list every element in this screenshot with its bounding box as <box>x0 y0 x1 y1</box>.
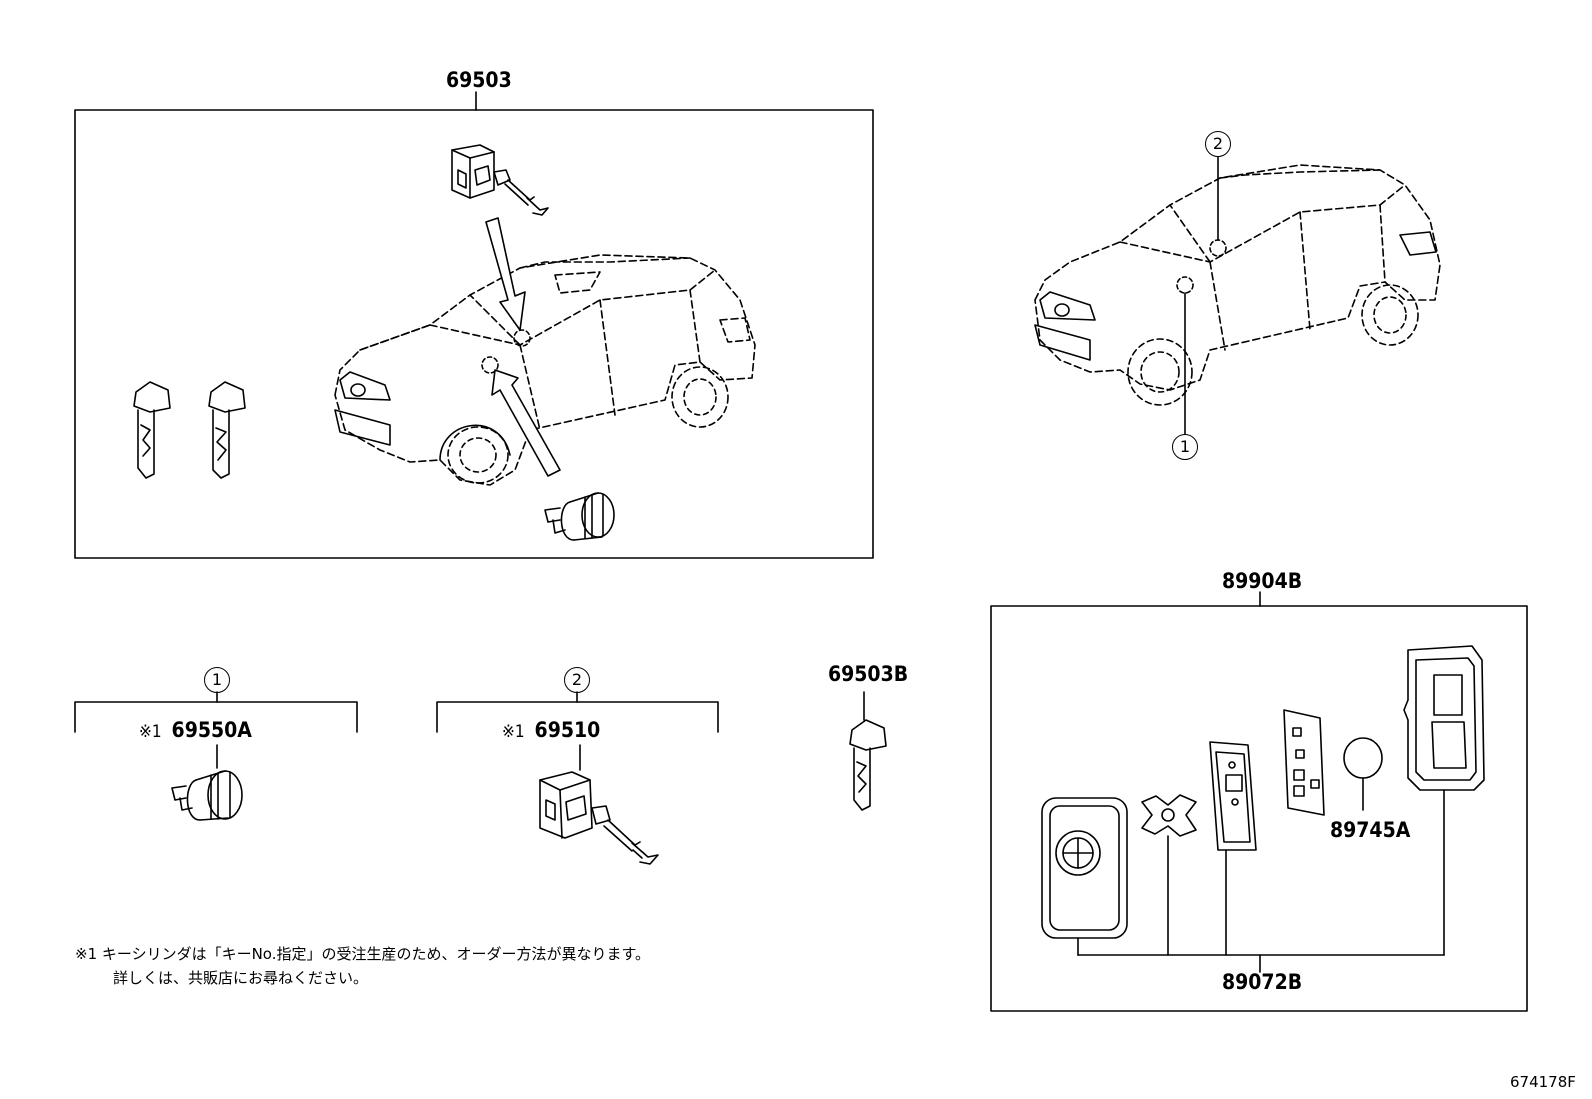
callout-circle-1-part: 1 <box>204 667 230 693</box>
arrow-to-switch <box>485 217 526 331</box>
label-69503: 69503 <box>446 68 512 92</box>
label-89072b: 89072B <box>1222 970 1303 994</box>
remote-front-case-illustration <box>1041 797 1128 956</box>
car-illustration-main <box>334 254 756 486</box>
car-illustration-callouts <box>1034 164 1441 391</box>
note-line-1: ※1 キーシリンダは「キーNo.指定」の受注生産のため、オーダー方法が異なります… <box>75 945 650 963</box>
label-69510-line: ※1 69510 <box>502 720 600 741</box>
battery-illustration <box>1343 737 1383 811</box>
key-cylinder-illustration-part <box>171 770 243 821</box>
ignition-switch-illustration-top <box>451 144 549 216</box>
car-details-callouts <box>1034 156 1437 435</box>
arrow-to-cylinder <box>491 369 561 477</box>
key-illustration-part <box>849 691 887 811</box>
asterisk-mark-1: ※1 <box>139 722 162 742</box>
box-89904b <box>990 591 1528 1012</box>
label-69510: 69510 <box>534 718 601 742</box>
circuit-board-illustration <box>1283 709 1325 816</box>
inner-frame-illustration <box>1209 741 1257 956</box>
key-illustration-1 <box>133 381 171 479</box>
key-cylinder-illustration-main <box>544 492 615 541</box>
car-details-main <box>334 329 729 484</box>
callout-circle-2-part: 2 <box>564 667 590 693</box>
key-illustration-2 <box>208 381 246 479</box>
diagram-id: 674178F <box>1510 1073 1576 1091</box>
label-69550a-line: ※1 69550A <box>139 720 252 741</box>
label-89745a: 89745A <box>1330 818 1411 842</box>
bracket-callout-1 <box>74 691 358 769</box>
bracket-89072b <box>1077 954 1445 973</box>
asterisk-mark-2: ※1 <box>502 722 525 742</box>
label-69550a: 69550A <box>171 718 252 742</box>
remote-back-case-illustration <box>1403 645 1485 956</box>
callout-circle-2-car: 2 <box>1205 131 1231 157</box>
box-69503 <box>74 91 874 559</box>
callout-circle-1-car: 1 <box>1172 434 1198 460</box>
bracket-callout-2 <box>436 691 719 771</box>
button-rubber-illustration <box>1141 794 1197 956</box>
ignition-switch-illustration-part <box>539 771 659 865</box>
note-line-2: 詳しくは、共販店にお尋ねください。 <box>113 969 369 987</box>
label-89904b: 89904B <box>1222 569 1303 593</box>
label-69503b: 69503B <box>828 662 909 686</box>
